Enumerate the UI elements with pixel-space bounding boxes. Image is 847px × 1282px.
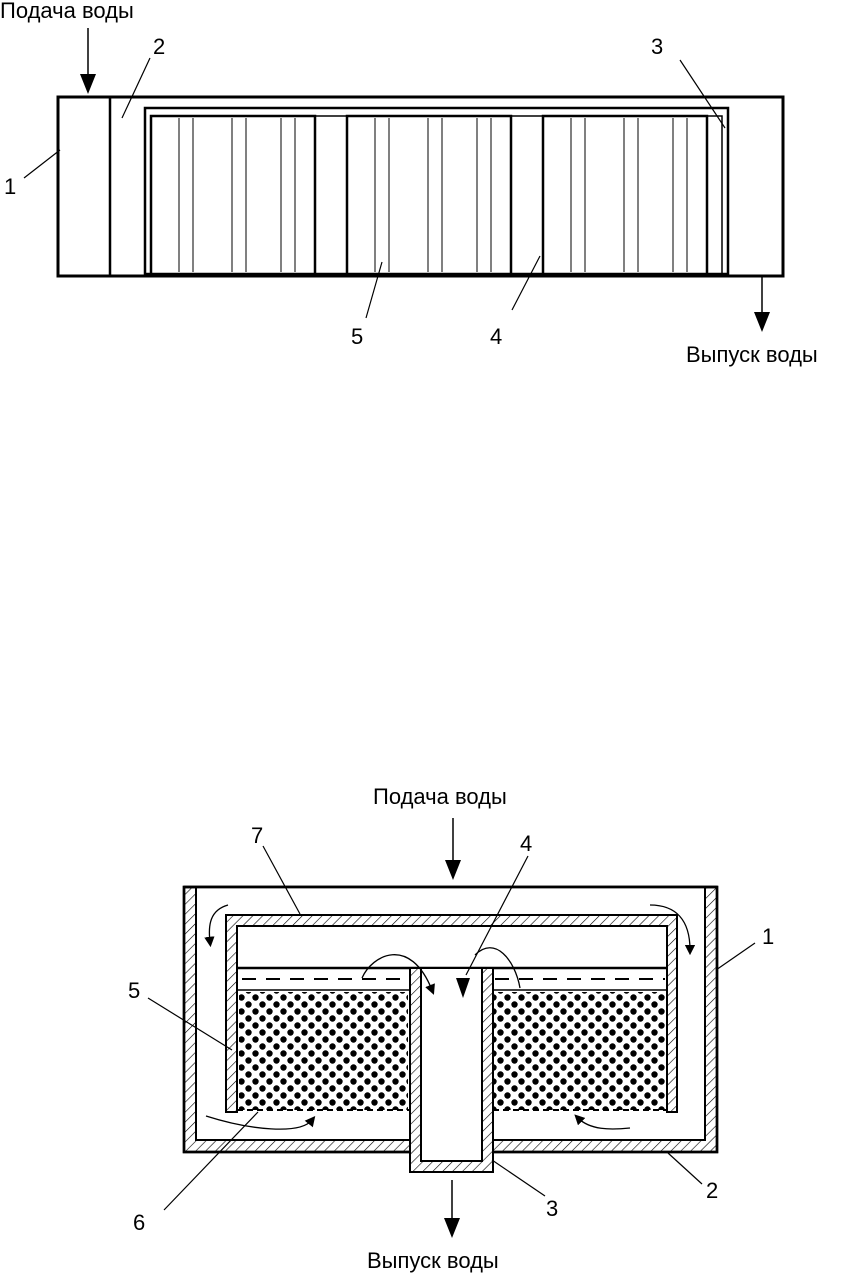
top-inlet-arrow-icon — [80, 74, 96, 94]
top-outlet-arrow-icon — [754, 312, 770, 332]
bottom-outlet-label: Выпуск воды — [367, 1248, 499, 1273]
top-callout-5: 5 — [351, 324, 363, 349]
bottom-filter-media-right — [493, 992, 665, 1110]
top-module-3 — [543, 116, 707, 274]
top-module-2 — [347, 116, 511, 274]
bottom-callout-4: 4 — [520, 831, 532, 856]
bottom-central-pipe — [410, 968, 493, 1172]
top-figure: Подача воды — [0, 0, 818, 367]
bottom-callout-1: 1 — [762, 924, 774, 949]
top-leader-1 — [24, 150, 60, 178]
bottom-callout-7: 7 — [251, 823, 263, 848]
top-callout-1: 1 — [4, 174, 16, 199]
bottom-callout-2: 2 — [706, 1178, 718, 1203]
bottom-leader-1 — [716, 943, 755, 970]
bottom-callout-3: 3 — [546, 1196, 558, 1221]
top-module-1 — [151, 116, 315, 274]
top-callout-3: 3 — [651, 34, 663, 59]
bottom-leader-3 — [492, 1160, 545, 1196]
bottom-leader-2 — [668, 1153, 702, 1184]
bottom-figure: Подача воды — [128, 784, 774, 1273]
top-callout-2: 2 — [153, 34, 165, 59]
top-leader-4 — [512, 256, 540, 310]
top-inlet-label: Подача воды — [0, 0, 134, 23]
bottom-callout-5: 5 — [128, 978, 140, 1003]
bottom-outlet-arrow-icon — [444, 1218, 460, 1238]
bottom-inlet-arrow-icon — [445, 860, 461, 880]
top-callout-4: 4 — [490, 324, 502, 349]
bottom-callout-6: 6 — [133, 1210, 145, 1235]
bottom-filter-media-left — [239, 992, 408, 1110]
bottom-inlet-label: Подача воды — [373, 784, 507, 809]
top-outlet-label: Выпуск воды — [686, 342, 818, 367]
